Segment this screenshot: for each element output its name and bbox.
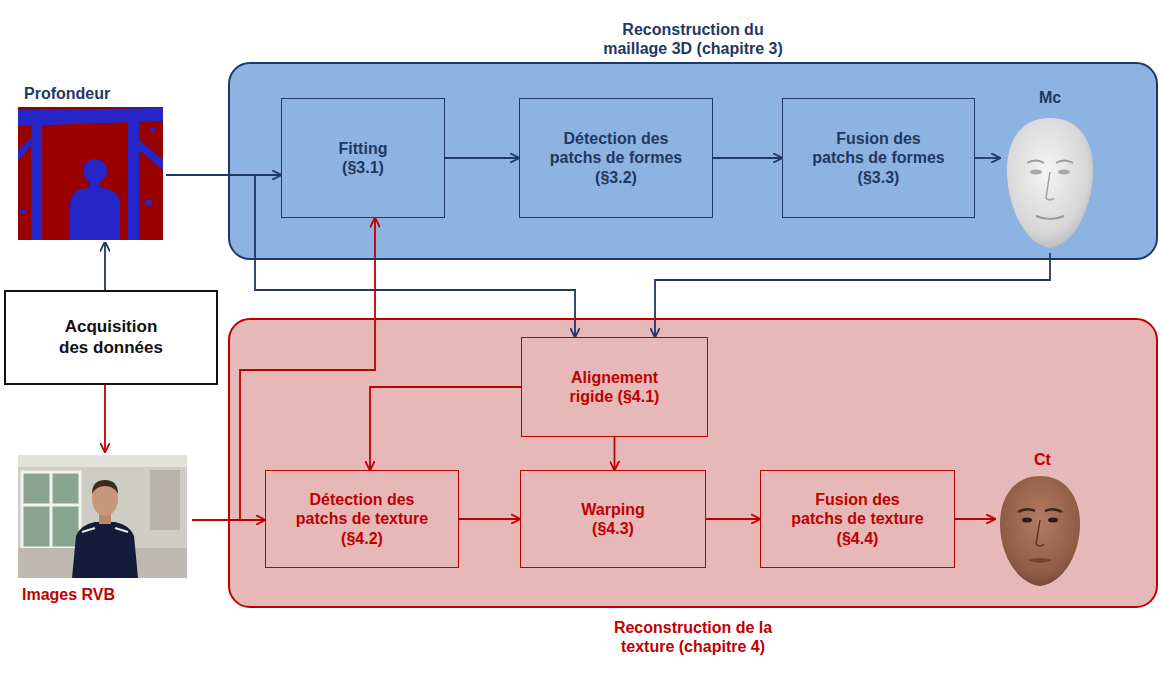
mesh-result-node: Mc xyxy=(1000,88,1100,253)
rgb-image-node: Images RVB xyxy=(14,452,192,604)
connector-arrow xyxy=(614,437,616,470)
box-label: Détection des patchs de formes (§3.2) xyxy=(546,129,686,187)
connector-arrow xyxy=(655,253,1050,337)
image-label: Ct xyxy=(1034,450,1051,469)
connector-arrow xyxy=(706,518,760,520)
source-box: Acquisition des données xyxy=(4,290,218,385)
connector-arrow xyxy=(445,157,519,159)
band-fill xyxy=(229,63,1157,259)
connector-arrow xyxy=(104,242,106,290)
process-box: Détection des patchs de formes (§3.2) xyxy=(519,98,713,218)
depth-image xyxy=(18,107,163,240)
box-label: Fusion des patchs de texture (§4.4) xyxy=(788,490,928,548)
mesh-face xyxy=(1007,118,1093,248)
process-box: Détection des patchs de texture (§4.2) xyxy=(265,470,459,568)
texture-band: Reconstruction de la texture (chapitre 4… xyxy=(228,318,1158,608)
texture-result-node: Ct xyxy=(995,450,1090,590)
box-label: Warping (§4.3) xyxy=(568,500,658,538)
box-label: Fusion des patchs de formes (§3.3) xyxy=(809,129,949,187)
connector-arrow xyxy=(104,385,106,452)
image-label: Mc xyxy=(1039,88,1061,107)
process-box: Warping (§4.3) xyxy=(520,470,706,568)
connector-arrow xyxy=(370,387,521,470)
box-label: Fitting (§3.1) xyxy=(323,139,403,177)
connector-arrow xyxy=(975,157,1000,159)
image-label: Profondeur xyxy=(24,84,110,103)
box-label: Détection des patchs de texture (§4.2) xyxy=(292,490,432,548)
box-label: Acquisition des données xyxy=(52,317,170,358)
band-heading: Reconstruction de la texture (chapitre 4… xyxy=(598,618,788,656)
mesh-band: Reconstruction du maillage 3D (chapitre … xyxy=(228,62,1158,260)
box-label: Alignement rigide (§4.1) xyxy=(555,368,675,406)
connector-arrow xyxy=(955,518,995,520)
image-label: Images RVB xyxy=(22,585,115,604)
process-box: Alignement rigide (§4.1) xyxy=(521,337,708,437)
process-box: Fusion des patchs de formes (§3.3) xyxy=(782,98,975,218)
band-fill xyxy=(229,319,1157,607)
process-box: Fusion des patchs de texture (§4.4) xyxy=(760,470,955,568)
band-heading: Reconstruction du maillage 3D (chapitre … xyxy=(591,20,796,58)
rgb-photo xyxy=(18,455,187,578)
textured-face xyxy=(1000,476,1080,586)
connector-arrow xyxy=(713,157,782,159)
depth-image-node: Profondeur xyxy=(16,84,166,242)
connector-arrow xyxy=(459,518,520,520)
process-box: Fitting (§3.1) xyxy=(281,98,445,218)
